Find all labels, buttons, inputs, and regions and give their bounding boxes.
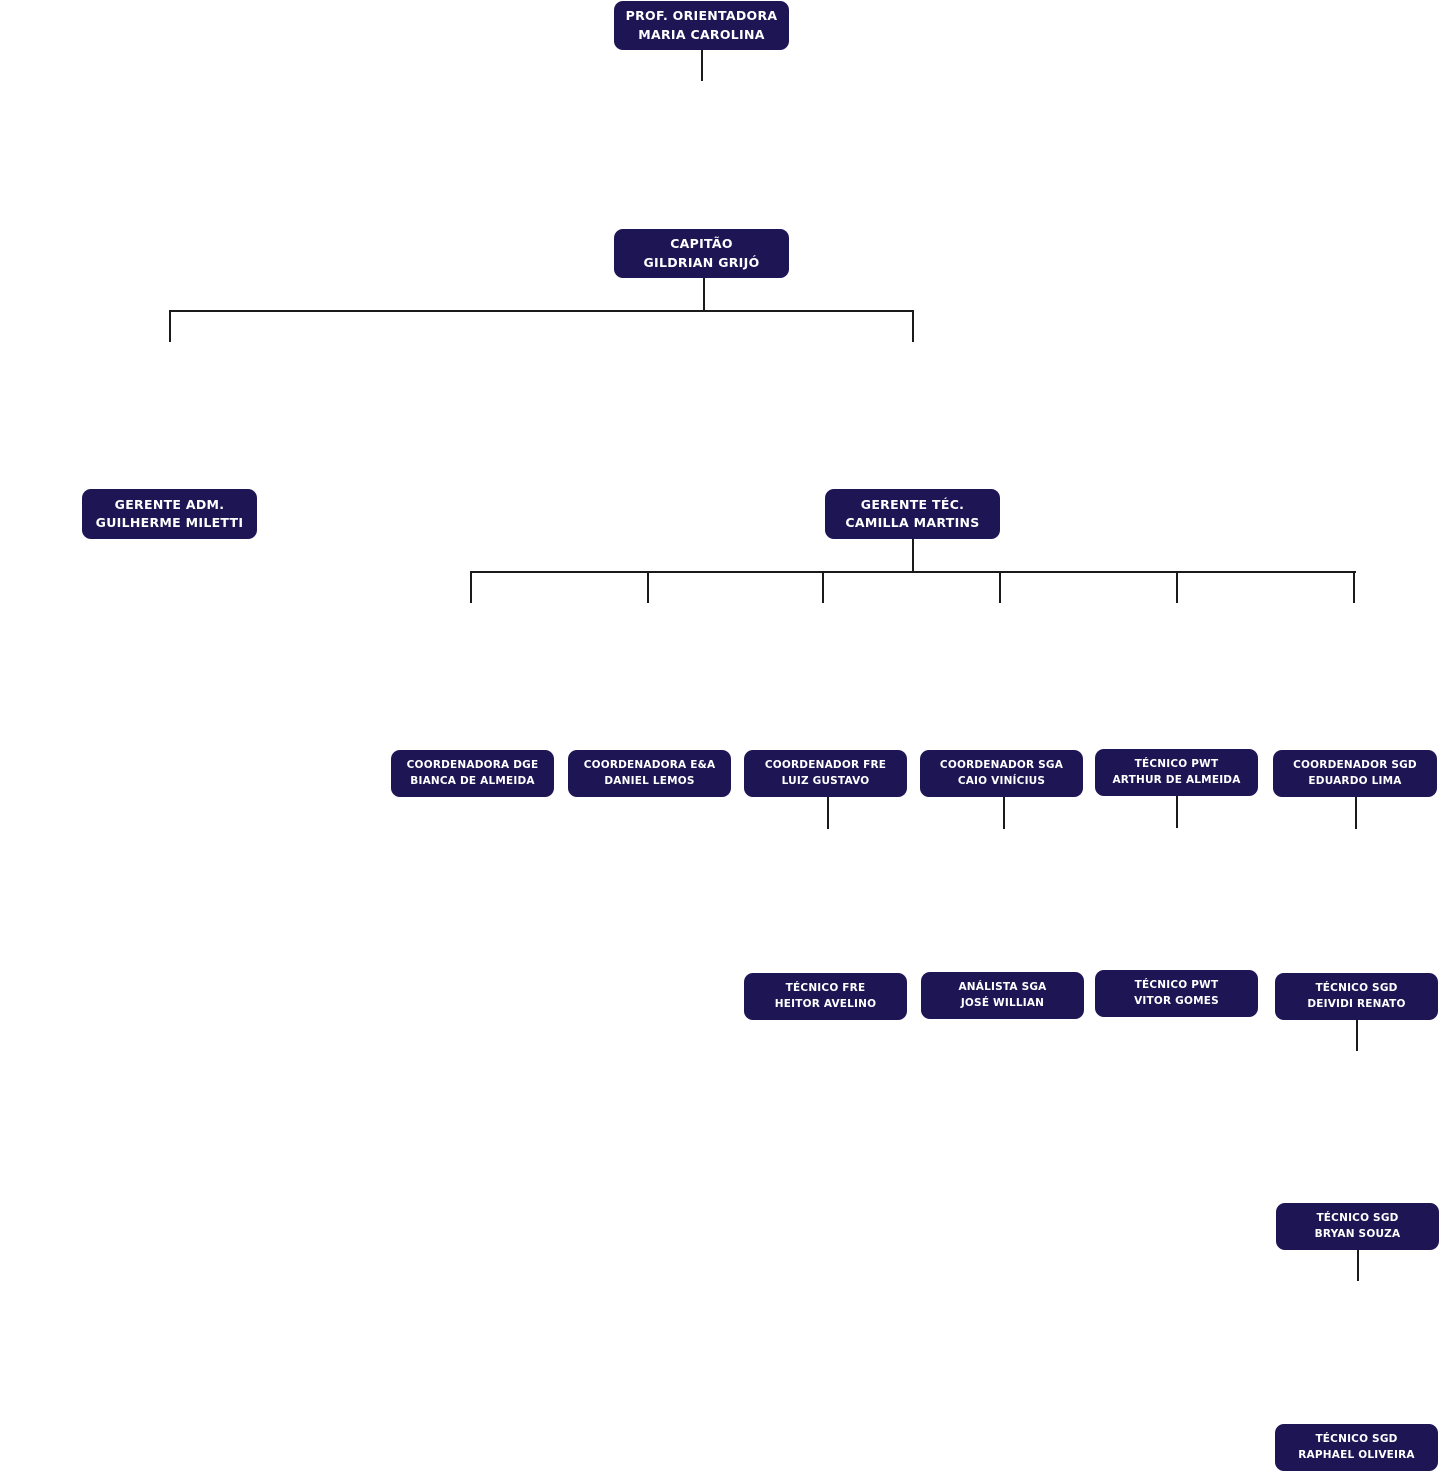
connector-tec-sgd-2-down xyxy=(1357,1250,1359,1281)
node-name: Guilherme Miletti xyxy=(95,515,244,530)
node-name: Bryan Souza xyxy=(1314,1227,1401,1240)
connector-to-tec-pwt-1 xyxy=(1176,571,1178,603)
node-role: Coordenadora DGE xyxy=(406,759,539,772)
connector-coord-fre-down xyxy=(827,797,829,829)
node-name: Daniel Lemos xyxy=(604,774,695,787)
node-role: Gerente Adm. xyxy=(114,496,225,512)
node-role: Coordenador FRE xyxy=(764,759,887,772)
node-capitao: Capitão Gildrian Grijó xyxy=(614,229,789,278)
node-name: Bianca de Almeida xyxy=(410,774,535,787)
node-role: Técnico PWT xyxy=(1134,758,1219,771)
node-coordenadora-ega: Coordenadora E&A Daniel Lemos xyxy=(568,750,731,797)
node-gerente-tec: Gerente Téc. Camilla Martins xyxy=(825,489,1000,539)
connector-coord-sga-down xyxy=(1003,797,1005,829)
node-name: Eduardo Lima xyxy=(1308,774,1402,787)
connector-prof-down xyxy=(701,50,703,81)
node-name: José Willian xyxy=(960,996,1045,1009)
node-role: Técnico FRE xyxy=(785,982,866,995)
connector-to-gerente-tec xyxy=(912,310,914,342)
connector-to-coord-sga xyxy=(999,571,1001,603)
node-role: Técnico PWT xyxy=(1134,979,1219,992)
node-name: Camilla Martins xyxy=(845,515,980,530)
node-name: Heitor Avelino xyxy=(774,997,877,1010)
node-tecnico-pwt-1: Técnico PWT Arthur de Almeida xyxy=(1095,749,1258,796)
node-role: Técnico SGD xyxy=(1316,1212,1399,1225)
node-role: Análista SGA xyxy=(958,981,1047,994)
connector-to-coord-dge xyxy=(470,571,472,603)
node-coordenador-sgd: Coordenador SGD Eduardo Lima xyxy=(1273,750,1437,797)
node-tecnico-sgd-2: Técnico SGD Bryan Souza xyxy=(1276,1203,1439,1250)
node-name: Gildrian Grijó xyxy=(643,254,760,270)
node-role: Técnico SGD xyxy=(1315,1433,1398,1446)
connector-tec-sgd-1-down xyxy=(1356,1020,1358,1051)
node-role: Capitão xyxy=(670,236,733,252)
node-prof-orientadora: Prof. Orientadora Maria Carolina xyxy=(614,1,789,50)
connector-gerente-tec-bar xyxy=(470,571,1356,573)
node-role: Coordenadora E&A xyxy=(583,759,716,772)
node-name: Maria Carolina xyxy=(638,26,765,42)
connector-gerente-tec-down xyxy=(912,539,914,573)
node-role: Técnico SGD xyxy=(1315,982,1398,995)
node-name: Caio Vinícius xyxy=(957,774,1046,787)
connector-to-coord-fre xyxy=(822,571,824,603)
node-name: Arthur de Almeida xyxy=(1112,773,1241,786)
node-role: Gerente Téc. xyxy=(860,496,965,512)
connector-coord-sgd-down xyxy=(1355,797,1357,829)
node-coordenadora-dge: Coordenadora DGE Bianca de Almeida xyxy=(391,750,554,797)
node-name: Vitor Gomes xyxy=(1134,994,1219,1007)
node-role: Coordenador SGD xyxy=(1293,759,1417,772)
connector-to-coord-ega xyxy=(647,571,649,603)
node-role: Prof. Orientadora xyxy=(625,8,778,24)
node-tecnico-sgd-3: Técnico SGD Raphael Oliveira xyxy=(1275,1424,1438,1471)
node-coordenador-fre: Coordenador FRE Luiz Gustavo xyxy=(744,750,907,797)
node-name: Raphael Oliveira xyxy=(1298,1448,1415,1461)
node-role: Coordenador SGA xyxy=(939,759,1064,772)
node-tecnico-fre: Técnico FRE Heitor Avelino xyxy=(744,973,907,1020)
node-name: Deividi Renato xyxy=(1307,997,1406,1010)
node-gerente-adm: Gerente Adm. Guilherme Miletti xyxy=(82,489,257,539)
connector-capitao-bar xyxy=(169,310,914,312)
node-name: Luiz Gustavo xyxy=(781,774,870,787)
connector-to-coord-sgd xyxy=(1353,571,1355,603)
connector-tec-pwt-1-down xyxy=(1176,796,1178,828)
node-coordenador-sga: Coordenador SGA Caio Vinícius xyxy=(920,750,1083,797)
connector-capitao-down xyxy=(703,278,705,312)
connector-to-gerente-adm xyxy=(169,310,171,342)
node-tecnico-sgd-1: Técnico SGD Deividi Renato xyxy=(1275,973,1438,1020)
node-tecnico-pwt-2: Técnico PWT Vitor Gomes xyxy=(1095,970,1258,1017)
node-analista-sga: Análista SGA José Willian xyxy=(921,972,1084,1019)
